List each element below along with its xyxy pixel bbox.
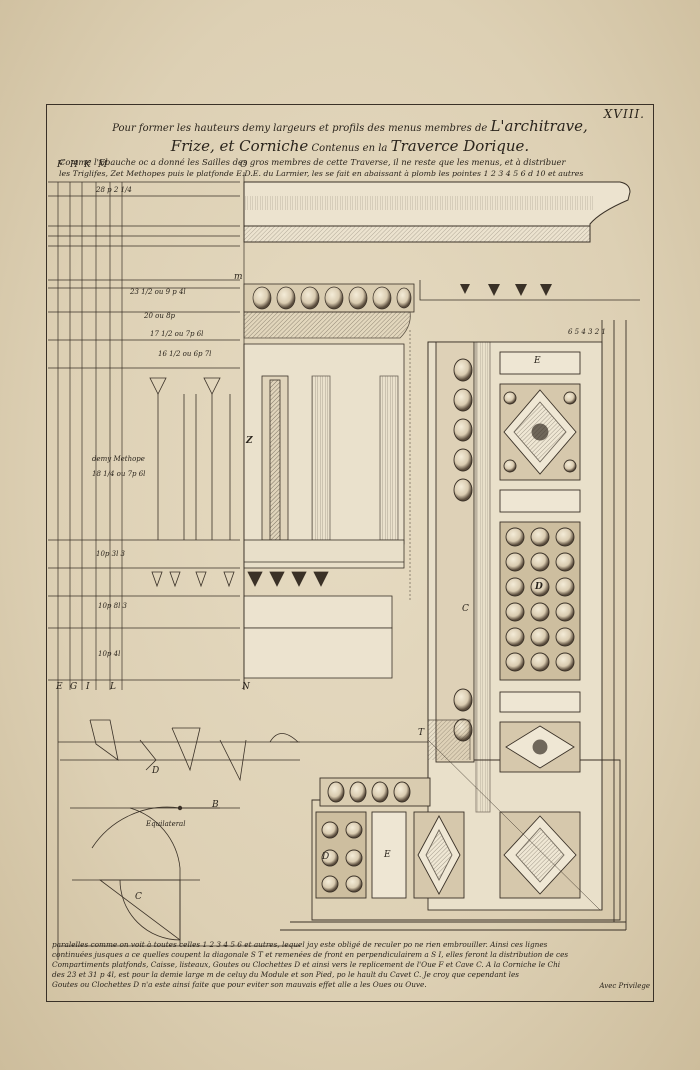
profile-construction — [57, 690, 300, 960]
title-line-2: Frize, et Corniche Contenus en la Traver… — [47, 137, 653, 155]
dimension-6: 18 1/4 ou 7p 6l — [92, 470, 146, 478]
letter-F: F — [57, 160, 64, 170]
title-traverce: Traverce Dorique. — [390, 137, 530, 155]
title-line-1: Pour former les hauteurs demy largeurs e… — [47, 117, 653, 135]
footer-line-2: continuées jusques a ce quelles coupent … — [52, 950, 569, 959]
measure-grid — [48, 172, 245, 690]
letter-C-profile: C — [135, 892, 142, 902]
letter-E: E — [56, 682, 63, 692]
dimension-1: 28 p 2 1/4 — [96, 186, 132, 194]
footer-line-1: paralelles comme on voit à toutes celles… — [52, 940, 548, 949]
letter-G: G — [70, 682, 78, 692]
letter-L: L — [110, 682, 116, 692]
plate-frame: XVIII. Pour former les hauteurs demy lar… — [46, 104, 654, 1002]
letter-Z: Z — [246, 436, 253, 446]
frieze — [149, 343, 405, 679]
scale-numbers: 6 5 4 3 2 1 — [568, 328, 606, 336]
label-demy-methope: demy Methope — [92, 455, 145, 463]
footer-line-5: Goutes ou Clochettes D n'a este ainsi fa… — [52, 980, 427, 989]
panel-letter-D: D — [535, 582, 543, 592]
label-equilateral: Equilateral — [146, 820, 186, 828]
plate-number: XVIII. — [603, 107, 645, 121]
dimension-4: 17 1/2 ou 7p 6l — [150, 330, 204, 338]
letter-I: I — [86, 682, 90, 692]
title-line-2-mid: Contenus en la — [311, 143, 388, 154]
letter-B: B — [212, 800, 219, 810]
letter-H: H — [70, 160, 78, 170]
panel-letter-D-lower: D — [322, 852, 330, 862]
title-architrave: L'architrave, — [490, 117, 588, 135]
dimension-3: 20 ou 8p — [144, 312, 176, 320]
dimension-5: 16 1/2 ou 6p 7l — [158, 350, 212, 358]
letter-D-profile: D — [152, 766, 160, 776]
soffit-plan — [280, 320, 627, 931]
subtitle-line-2: les Triglifes, Zet Methopes puis le plat… — [59, 169, 584, 178]
footer-line-4: des 23 et 31 p 4l, est pour la demie lar… — [52, 970, 520, 979]
letter-m: m — [234, 272, 243, 282]
letter-O: O — [240, 160, 248, 170]
dimension-7: 10p 3l 3 — [96, 550, 125, 558]
letter-M: M — [98, 160, 108, 170]
letter-T: T — [418, 728, 425, 738]
panel-letter-E-lower: E — [384, 850, 391, 860]
dimension-2: 23 1/2 ou 9 p 4l — [130, 288, 186, 296]
title-line-1-text: Pour former les hauteurs demy largeurs e… — [112, 123, 488, 134]
letter-N: N — [242, 682, 250, 692]
footer-line-3: Compartiments platfonds, Caisse, listeau… — [52, 960, 561, 969]
letter-K: K — [84, 160, 91, 170]
subtitle-line-1: Comme l'Ebauche oc a donné les Sailles d… — [59, 157, 566, 167]
dimension-9: 10p 4l — [98, 650, 121, 658]
panel-letter-C: C — [462, 604, 469, 614]
title-frize: Frize, et Corniche — [170, 137, 309, 155]
panel-letter-E: E — [534, 356, 541, 366]
dimension-8: 10p 8l 3 — [98, 602, 127, 610]
privilege-mark: Avec Privilege — [599, 982, 650, 990]
cornice — [243, 181, 640, 339]
